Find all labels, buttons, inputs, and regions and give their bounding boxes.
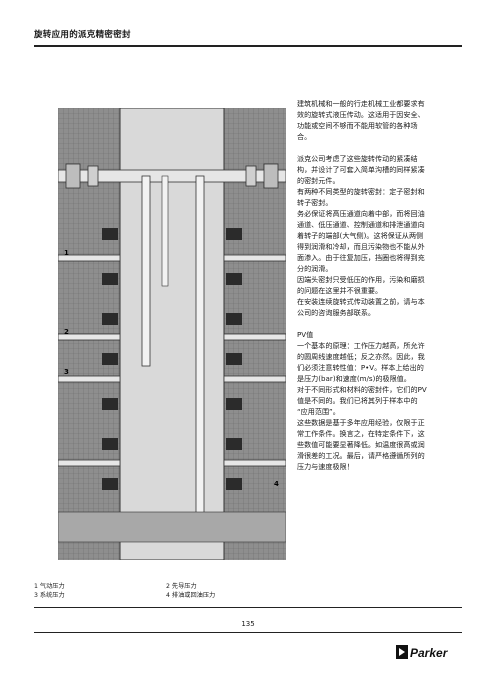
caption-1: 1 气动压力 [34,583,65,590]
text-line: 的问题在这里并不很重要。 [297,286,383,295]
text-line: 建筑机械和一般的行走机械工业都要求有 [297,99,425,108]
text-line: 着转子的端部(大气侧)。这将保证从两侧 [297,231,424,240]
text-line: 通道、低压通道、控制通道和排泄通道向 [297,220,425,229]
footer-rule-top [34,607,462,608]
text-line: 们必须注意转性值：P•V。样本上给出的 [297,363,424,372]
text-line: 是压力(bar)和速度(m/s)的极限值。 [297,374,411,383]
text-line: 得到润滑和冷却，而且污染物也不能从外 [297,242,425,251]
body-text-column: 建筑机械和一般的行走机械工业都要求有 效的旋转式液压传动。这适用于因安全、 功能… [297,98,469,472]
callout-1: 1 [64,249,69,257]
text-line: 有两种不同类型的旋转密封：定子密封和 [297,187,425,196]
text-line: 构，并设计了可套入简单沟槽的同样紧凑 [297,165,425,174]
text-line: 常工作条件。换言之，在特定条件下，这 [297,429,425,438]
parker-logo: Parker [396,645,449,660]
logo-wordmark: Parker [410,646,449,660]
text-line: 合。 [297,132,312,141]
text-line: 值是不同的。我们已将其列于样本中的 [297,396,418,405]
text-line: 对于不同形式和材料的密封件，它们的PV [297,385,427,394]
caption-4: 4 排油或回油压力 [166,592,216,599]
text-line: 务必保证将高压通道向着中部，而将回油 [297,209,425,218]
text-line: 压力与速度极限！ [297,462,354,471]
rotary-union-cross-section-figure: 1 2 3 4 [58,108,286,560]
caption-2: 2 先导压力 [166,583,197,590]
text-line: 一个基本的原理：工作压力越高，所允许 [297,341,425,350]
text-line: 分的润滑。 [297,264,333,273]
text-line: 公司的咨询服务部联系。 [297,308,376,317]
text-line: 滑很差的工况。最后，请严格遵循所列的 [297,451,425,460]
text-line: 在安装连续旋转式传动装置之前，请与本 [297,297,425,306]
text-line: 这些数据是基于多年应用经验，仅限于正 [297,418,425,427]
text-line: 派克公司考虑了这些旋转传动的紧凑结 [297,154,418,163]
text-line: 些数值可能要显著降低。如温度很高或润 [297,440,425,449]
footer-rule-bottom [34,632,462,633]
callout-4: 4 [274,480,279,488]
text-line: 因端头密封只受低压的作用，污染和磨损 [297,275,425,284]
text-line: 转子密封。 [297,198,333,207]
page-number: 135 [241,620,255,628]
text-line: 效的旋转式液压传动。这适用于因安全、 [297,110,425,119]
text-line: 的密封元件。 [297,176,340,185]
text-line: “应用范围”。 [297,407,340,416]
page-header-title: 旋转应用的派克精密密封 [34,30,131,40]
text-line: 的圆周线速度越低；反之亦然。因此，我 [297,352,425,361]
header-rule [34,45,462,47]
caption-3: 3 系统压力 [34,592,65,599]
text-line: 面渗入。由于往复加压，挡圈也将得到充 [297,253,425,262]
callout-3: 3 [64,368,69,376]
callout-2: 2 [64,328,69,336]
section-heading-pv: PV值 [297,330,314,339]
text-line: 功能或空间不够而不能用软管的各种场 [297,121,418,130]
